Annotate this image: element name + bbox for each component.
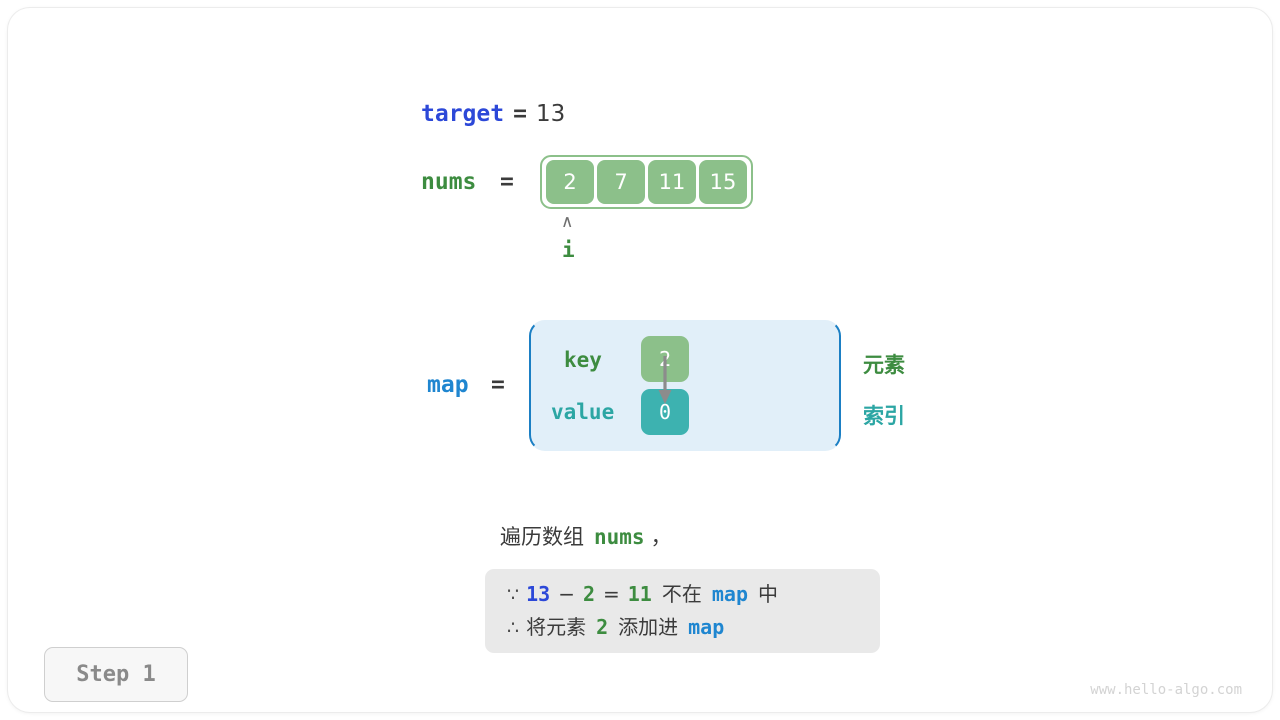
target-equals-sign: = <box>513 101 527 127</box>
note-text-in: 中 <box>757 582 778 606</box>
note-text-add-into: 添加进 <box>618 615 679 639</box>
pointer-label-i: i <box>562 238 575 262</box>
legend-element-label: 元素 <box>863 353 905 377</box>
because-symbol-icon: ∵ <box>507 584 520 606</box>
map-value-cell: 0 <box>641 389 689 435</box>
note-map-keyword: map <box>688 615 725 639</box>
array-cell: 2 <box>546 160 594 204</box>
map-key-cell: 2 <box>641 336 689 382</box>
map-value-label: value <box>551 400 615 424</box>
target-variable-name: target <box>421 101 505 127</box>
note-minus-sign: − <box>558 582 575 606</box>
target-row: target = 13 <box>421 101 565 127</box>
legend-index-label: 索引 <box>863 404 905 428</box>
caption-prefix: 遍历数组 <box>500 525 584 549</box>
array-cell: 7 <box>597 160 645 204</box>
note-current-element: 2 <box>582 582 595 606</box>
diagram-canvas: target = 13 nums = 2 7 11 15 ∧ i map = k… <box>8 8 1272 712</box>
therefore-symbol-icon: ∴ <box>507 617 520 639</box>
target-value: 13 <box>535 101 566 127</box>
note-text-add-element: 将元素 <box>526 615 587 639</box>
conclusion-note-box: ∵ 13 − 2 = 11 不在 map 中 ∴ 将元素 2 添加进 map <box>485 569 880 653</box>
map-equals-sign: = <box>491 372 505 398</box>
nums-variable-name: nums <box>421 169 477 195</box>
nums-equals-sign: = <box>500 169 514 195</box>
note-map-keyword: map <box>711 582 748 606</box>
step-badge: Step 1 <box>44 647 188 702</box>
note-added-element: 2 <box>596 615 609 639</box>
note-target-value: 13 <box>526 582 551 606</box>
note-text-not-in: 不在 <box>661 582 702 606</box>
array-cell: 15 <box>699 160 747 204</box>
note-equals-sign: = <box>603 582 620 606</box>
caption-suffix: ， <box>650 525 672 549</box>
array-cell: 11 <box>648 160 696 204</box>
note-complement-value: 11 <box>627 582 652 606</box>
note-line-1: ∵ 13 − 2 = 11 不在 map 中 <box>507 578 858 611</box>
map-key-label: key <box>564 348 602 372</box>
note-line-2: ∴ 将元素 2 添加进 map <box>507 611 858 644</box>
site-watermark: www.hello-algo.com <box>1090 682 1242 698</box>
caption-text: 遍历数组 nums ， <box>500 521 672 551</box>
caption-keyword-nums: nums <box>594 525 645 549</box>
nums-array: 2 7 11 15 <box>540 155 753 209</box>
map-variable-name: map <box>427 372 469 398</box>
pointer-caret-icon: ∧ <box>561 212 574 232</box>
